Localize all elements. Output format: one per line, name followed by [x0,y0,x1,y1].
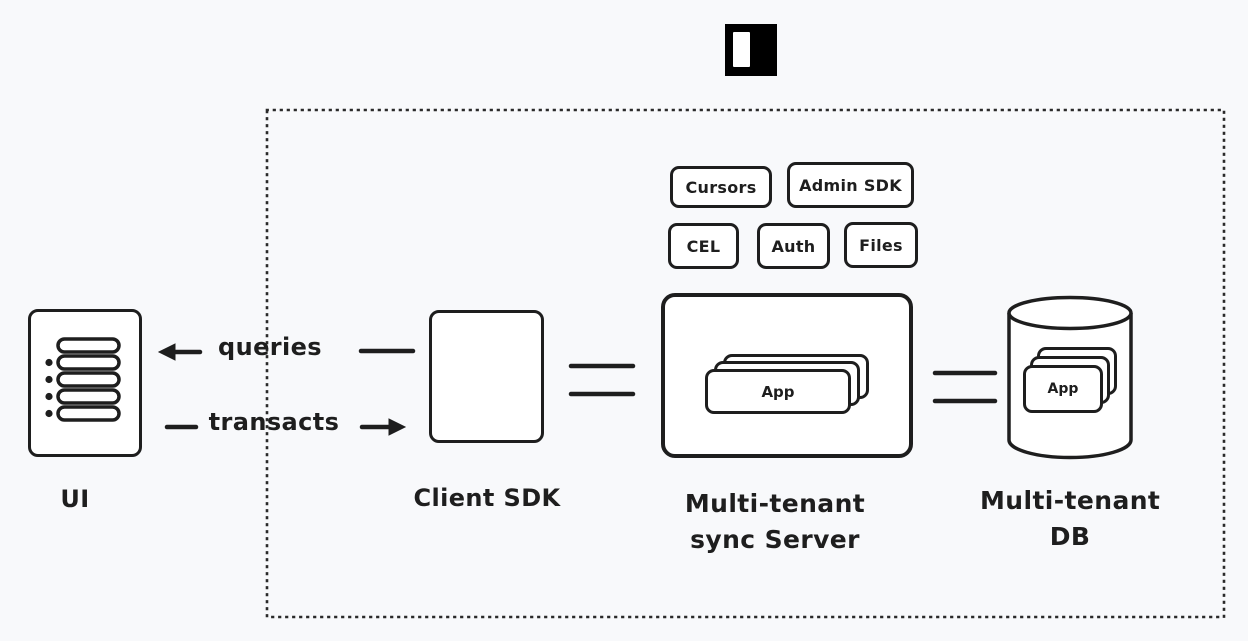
queries-arrow [157,343,416,361]
backend-boundary-dotted-box [265,108,1226,619]
transacts-arrow [164,418,407,436]
badge-admin-sdk: Admin SDK [787,162,914,208]
db-app-card-front: App [1023,365,1103,413]
client-sdk-label: Client SDK [413,484,561,512]
instant-logo [725,24,777,76]
db-label-line2: DB [1049,522,1091,552]
sync-server-label-line1: Multi-tenant [684,489,866,518]
badge-auth-label: Auth [771,236,816,256]
server-app-card-label: App [761,382,795,401]
server-db-link [932,370,998,404]
badge-auth: Auth [757,223,830,269]
sync-server-label: Multi-tenant sync Server [649,486,901,559]
server-app-card-front: App [705,369,851,414]
badge-cursors-label: Cursors [685,177,757,197]
badge-files: Files [844,222,918,268]
list-icon [45,337,121,422]
sync-server-label-line2: sync Server [690,525,860,555]
badge-admin-sdk-label: Admin SDK [799,175,902,195]
badge-files-label: Files [859,235,903,255]
ui-node [28,309,142,457]
queries-label: queries [218,333,322,361]
client-sdk-node [429,310,544,443]
ui-label: UI [60,485,90,513]
badge-cel: CEL [668,223,739,269]
badge-cursors: Cursors [670,166,772,208]
db-app-card-label: App [1047,381,1079,397]
client-server-link [568,363,636,397]
badge-cel-label: CEL [686,236,721,256]
transacts-label: transacts [208,408,340,436]
db-label-line1: Multi-tenant [980,486,1161,515]
logo-mark-bar [733,32,750,67]
db-label: Multi-tenant DB [980,483,1160,556]
